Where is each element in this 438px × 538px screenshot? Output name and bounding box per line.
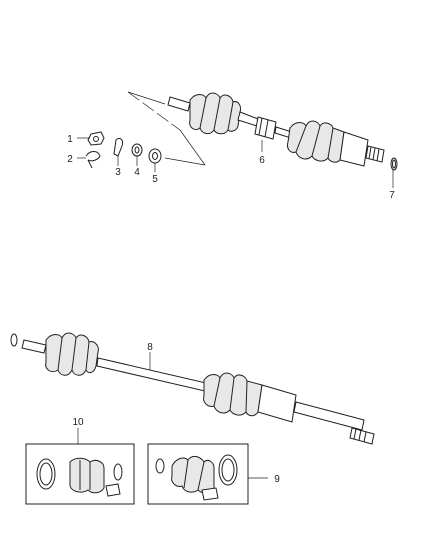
part-lock — [113, 137, 123, 157]
inner-boot-kit-box — [147, 443, 249, 505]
part-snap-ring — [390, 157, 398, 171]
leader-lines — [77, 137, 394, 479]
callout-10: 10 — [72, 417, 84, 428]
callout-7: 7 — [389, 190, 395, 201]
callout-1: 1 — [67, 134, 73, 145]
callout-8: 8 — [147, 342, 153, 353]
callout-4: 4 — [134, 167, 140, 178]
assembly-guide-lines — [127, 91, 206, 166]
callout-3: 3 — [115, 167, 121, 178]
outer-boot-kit-box — [25, 443, 135, 505]
callout-6: 6 — [259, 155, 265, 166]
upper-drive-shaft — [167, 92, 385, 167]
part-hub-nut — [131, 143, 143, 157]
callout-2: 2 — [67, 154, 73, 165]
lower-drive-shaft — [10, 332, 375, 445]
part-clip — [85, 151, 101, 169]
callout-9: 9 — [274, 474, 280, 485]
callout-labels: 1 2 3 4 5 6 7 8 9 10 — [67, 134, 395, 485]
callout-5: 5 — [152, 174, 158, 185]
part-nut — [87, 131, 105, 146]
part-washer — [148, 148, 162, 164]
